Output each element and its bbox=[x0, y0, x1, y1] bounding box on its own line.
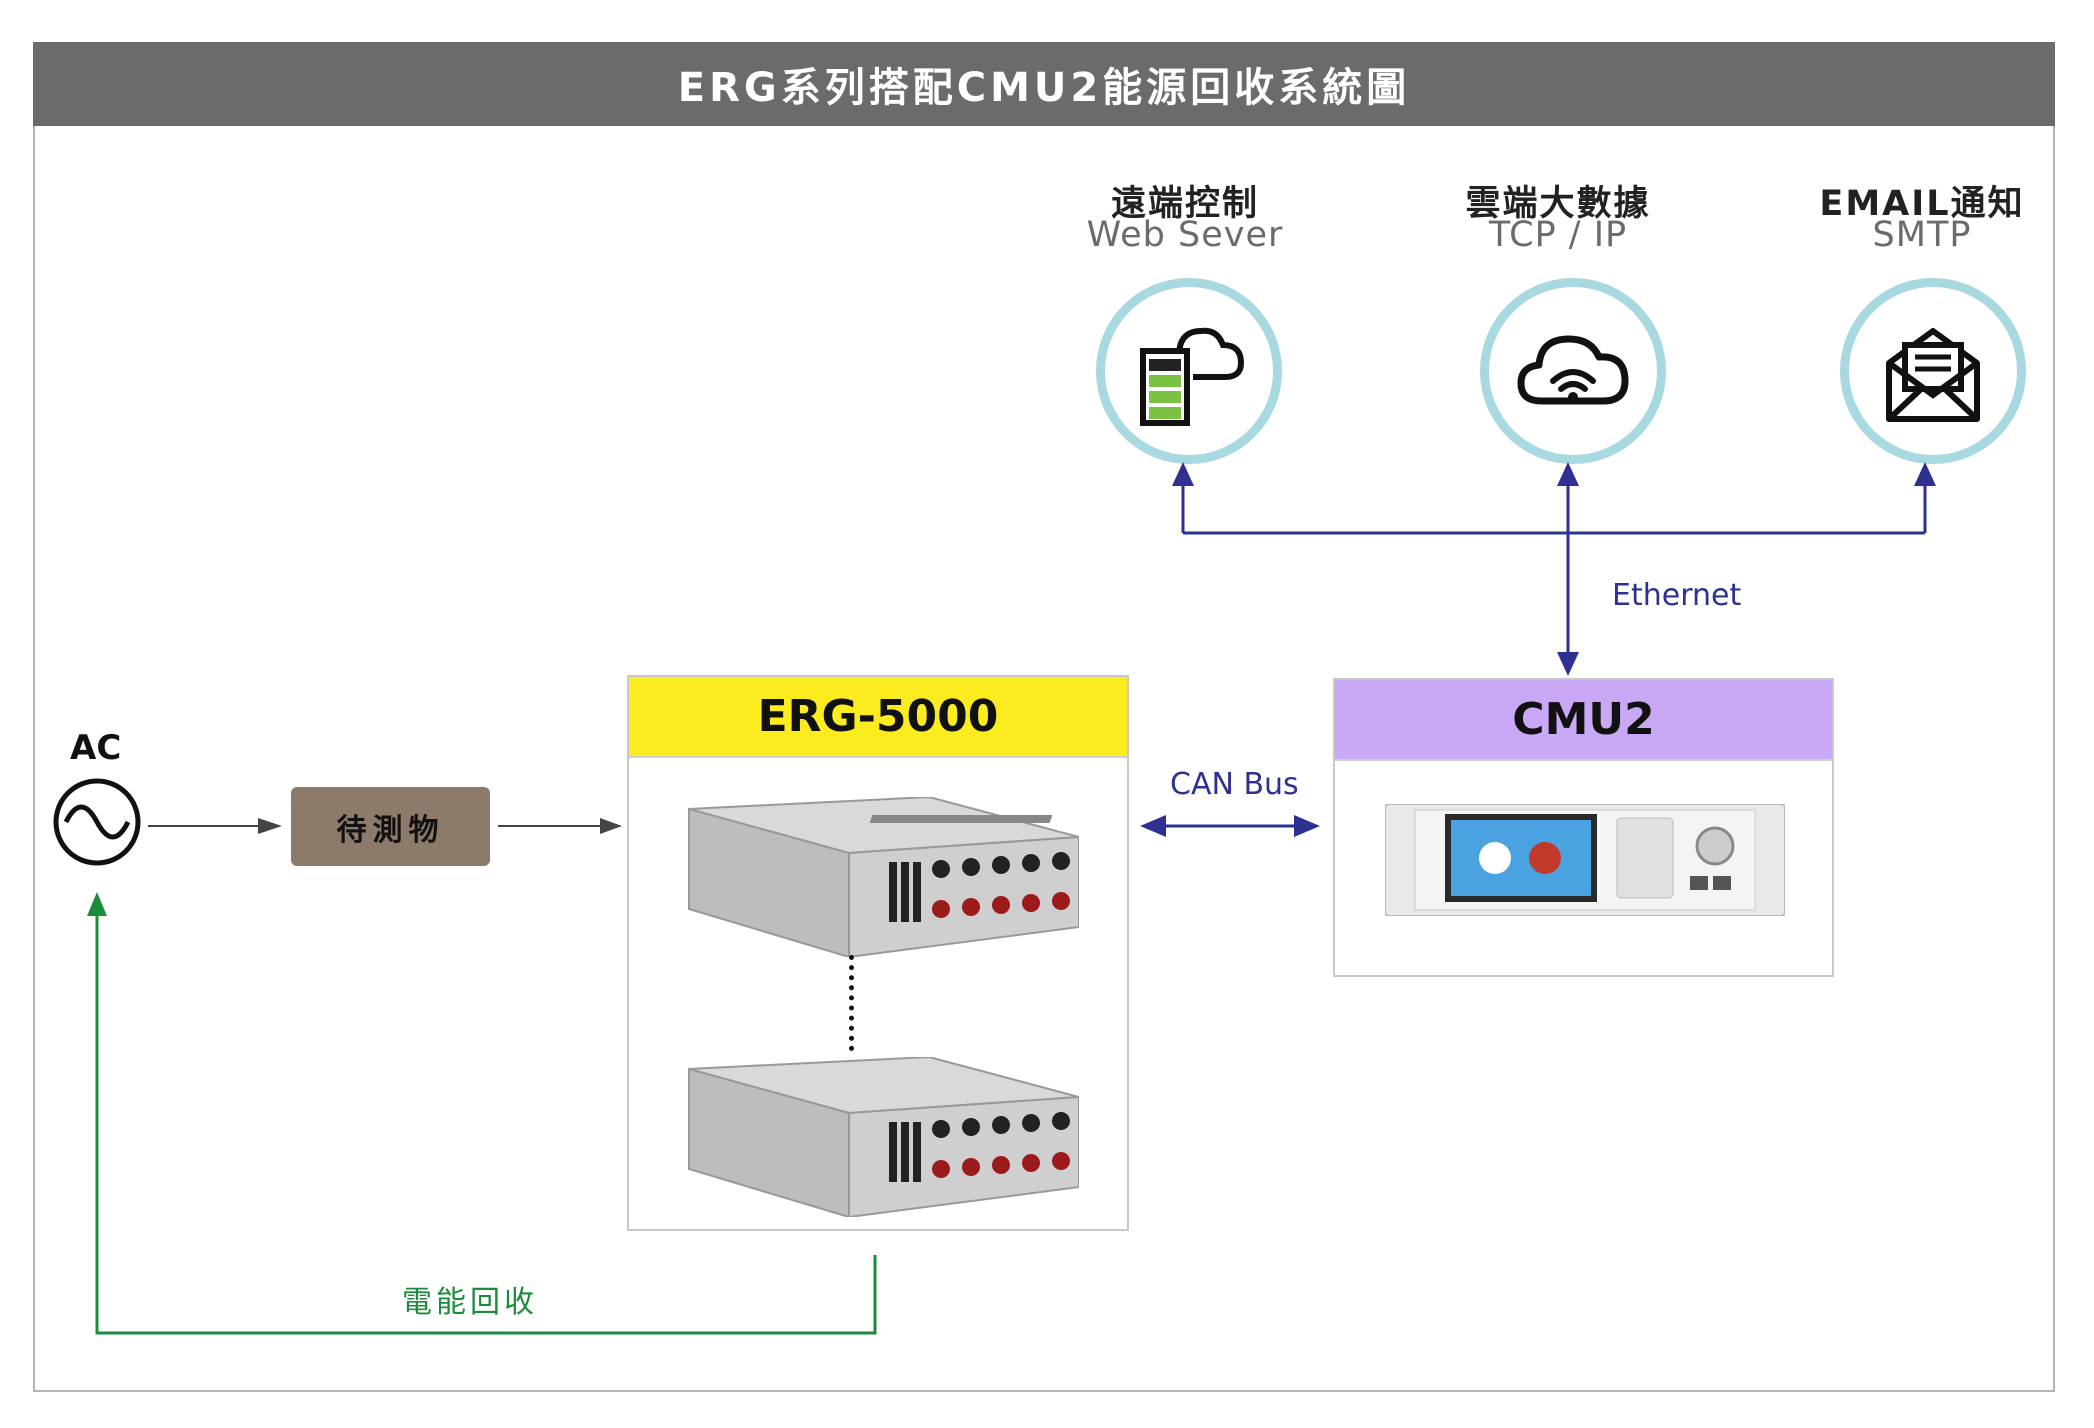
arrow-dut-to-erg bbox=[498, 818, 622, 834]
service-subtitle-tcp-ip: TCP / IP bbox=[1488, 215, 1628, 255]
cmu2-device-image bbox=[1385, 804, 1785, 916]
stack-ellipsis bbox=[849, 955, 858, 1051]
service-subtitle-web-server: Web Sever bbox=[1086, 215, 1284, 255]
energy-recovery-line bbox=[87, 892, 877, 1335]
service-title-remote-control: 遠端控制 bbox=[1110, 184, 1259, 224]
arrow-ac-to-dut bbox=[148, 818, 282, 834]
email-circle bbox=[1840, 278, 2026, 464]
ethernet-label: Ethernet bbox=[1612, 578, 1742, 613]
arrow-to-cloud-data bbox=[1557, 462, 1579, 676]
ac-label: AC bbox=[70, 728, 122, 768]
arrow-to-web-server bbox=[1172, 462, 1194, 533]
cmu2-panel: CMU2 bbox=[1333, 678, 1834, 977]
ac-source-icon bbox=[53, 778, 141, 866]
erg-5000-title: ERG-5000 bbox=[629, 677, 1127, 758]
cloud-wifi-icon bbox=[1517, 335, 1629, 405]
device-under-test: 待測物 bbox=[291, 787, 490, 866]
arrow-to-email bbox=[1914, 462, 1936, 533]
erg-unit-bottom-image bbox=[688, 1057, 1079, 1217]
cmu2-title: CMU2 bbox=[1335, 680, 1832, 761]
cloud-data-circle bbox=[1480, 278, 1666, 464]
service-subtitle-smtp: SMTP bbox=[1872, 215, 1972, 255]
erg-5000-panel: ERG-5000 bbox=[627, 675, 1129, 1231]
erg-unit-top-image bbox=[688, 797, 1079, 957]
can-bus-arrow bbox=[1140, 815, 1320, 837]
email-icon bbox=[1886, 328, 1980, 422]
cloud-server-icon bbox=[1140, 327, 1245, 426]
service-title-email: EMAIL通知 bbox=[1819, 184, 2025, 224]
can-bus-label: CAN Bus bbox=[1170, 767, 1299, 802]
service-title-cloud-data: 雲端大數據 bbox=[1465, 184, 1651, 224]
diagram-title: ERG系列搭配CMU2能源回收系統圖 bbox=[33, 42, 2055, 126]
web-server-circle bbox=[1096, 278, 1282, 464]
energy-recovery-label: 電能回收 bbox=[402, 1285, 538, 1320]
